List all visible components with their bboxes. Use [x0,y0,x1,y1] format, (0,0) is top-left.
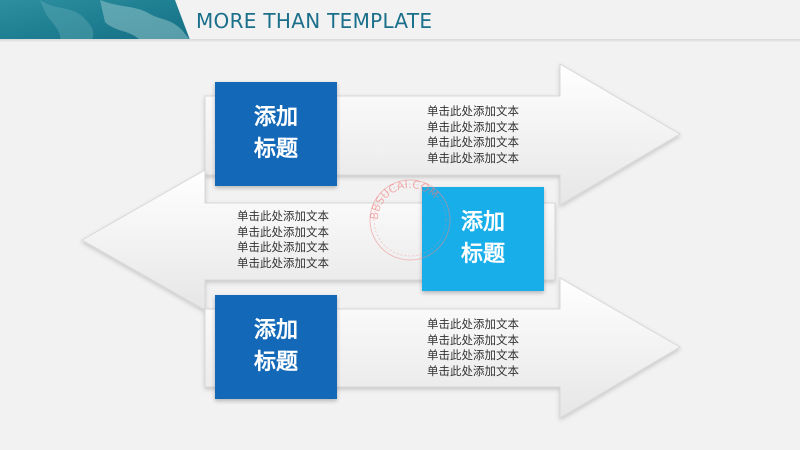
header-decor-band [0,0,190,40]
text-line: 单击此处添加文本 [427,348,519,362]
text-line: 单击此处添加文本 [237,255,329,270]
title-box-2[interactable]: 添加 标题 [422,187,544,291]
text-line: 单击此处添加文本 [427,317,519,331]
title-box-1-line2: 标题 [253,137,298,162]
text-line: 单击此处添加文本 [427,104,519,118]
header-divider [0,39,800,42]
text-line: 单击此处添加文本 [237,209,329,223]
watermark-stamp: BBSUCAI.COM [368,178,451,261]
title-box-3-line1: 添加 [253,318,298,343]
title-box-1-line1: 添加 [253,105,298,130]
text-line: 单击此处添加文本 [237,240,329,254]
svg-text:BBSUCAI.COM: BBSUCAI.COM [368,178,441,220]
title-box-3[interactable]: 添加 标题 [215,295,337,399]
text-line: 单击此处添加文本 [427,150,519,165]
page-title: MORE THAN TEMPLATE [196,9,433,33]
text-block-1[interactable]: 单击此处添加文本 单击此处添加文本 单击此处添加文本 单击此处添加文本 [427,104,519,166]
title-box-3-line2: 标题 [253,350,298,375]
text-block-3[interactable]: 单击此处添加文本 单击此处添加文本 单击此处添加文本 单击此处添加文本 [427,317,519,379]
title-box-2-line1: 添加 [460,210,505,235]
title-box-2-line2: 标题 [460,242,505,267]
title-box-1[interactable]: 添加 标题 [215,82,337,186]
text-line: 单击此处添加文本 [427,119,519,134]
text-line: 单击此处添加文本 [427,135,519,149]
text-line: 单击此处添加文本 [237,224,329,239]
text-block-2[interactable]: 单击此处添加文本 单击此处添加文本 单击此处添加文本 单击此处添加文本 [237,209,329,271]
text-line: 单击此处添加文本 [427,363,519,378]
watermark-text: BBSUCAI.COM [368,178,441,220]
header-bar: MORE THAN TEMPLATE [0,0,800,42]
text-line: 单击此处添加文本 [427,332,519,347]
